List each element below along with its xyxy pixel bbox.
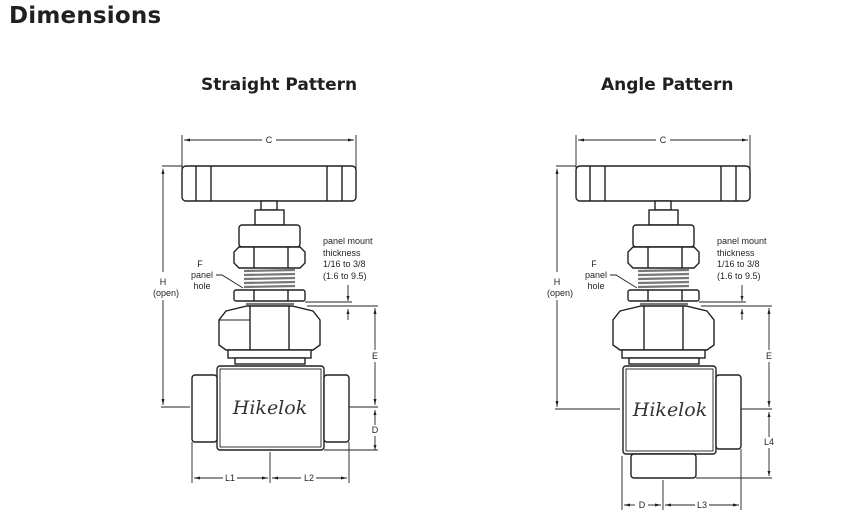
panel-note-4: (1.6 to 9.5) [717, 271, 761, 281]
dim-h-label: H [554, 277, 561, 287]
f-label: F [197, 259, 203, 269]
f-note-panel: panel [191, 270, 213, 280]
dim-h-note: (open) [153, 288, 179, 298]
dim-d-label: D [639, 500, 646, 510]
panel-note-1: panel mount [323, 236, 373, 246]
dim-l4-label: L4 [764, 437, 774, 447]
dim-l3-label: L3 [697, 500, 707, 510]
dim-e-label: E [372, 351, 378, 361]
brand-logo: Hikelok [632, 399, 707, 421]
panel-note-4: (1.6 to 9.5) [323, 271, 367, 281]
panel-note-2: thickness [323, 248, 361, 258]
panel-note-1: panel mount [717, 236, 767, 246]
brand-logo: Hikelok [232, 397, 307, 419]
dim-l1-label: L1 [225, 473, 235, 483]
f-note-hole: hole [587, 281, 604, 291]
page-heading: Dimensions [9, 3, 162, 29]
dim-e-label: E [766, 351, 772, 361]
handle [181, 165, 357, 202]
f-note-panel: panel [585, 270, 607, 280]
dim-h-note: (open) [547, 288, 573, 298]
panel-thread [243, 268, 296, 289]
dim-d-label: D [372, 425, 379, 435]
handle [575, 165, 751, 202]
panel-note-3: 1/16 to 3/8 [717, 259, 760, 269]
angle-pattern-title: Angle Pattern [601, 75, 734, 95]
panel-thread [637, 268, 690, 289]
dim-h-label: H [160, 277, 167, 287]
angle-pattern-drawing: C Hik [547, 135, 774, 510]
dim-l2-label: L2 [304, 473, 314, 483]
panel-note-3: 1/16 to 3/8 [323, 259, 366, 269]
dim-c-label: C [266, 135, 273, 145]
straight-pattern-drawing: C [153, 135, 379, 483]
straight-pattern-title: Straight Pattern [201, 75, 358, 95]
dim-c-label: C [660, 135, 667, 145]
panel-note-2: thickness [717, 248, 755, 258]
f-note-hole: hole [193, 281, 210, 291]
f-label: F [591, 259, 597, 269]
